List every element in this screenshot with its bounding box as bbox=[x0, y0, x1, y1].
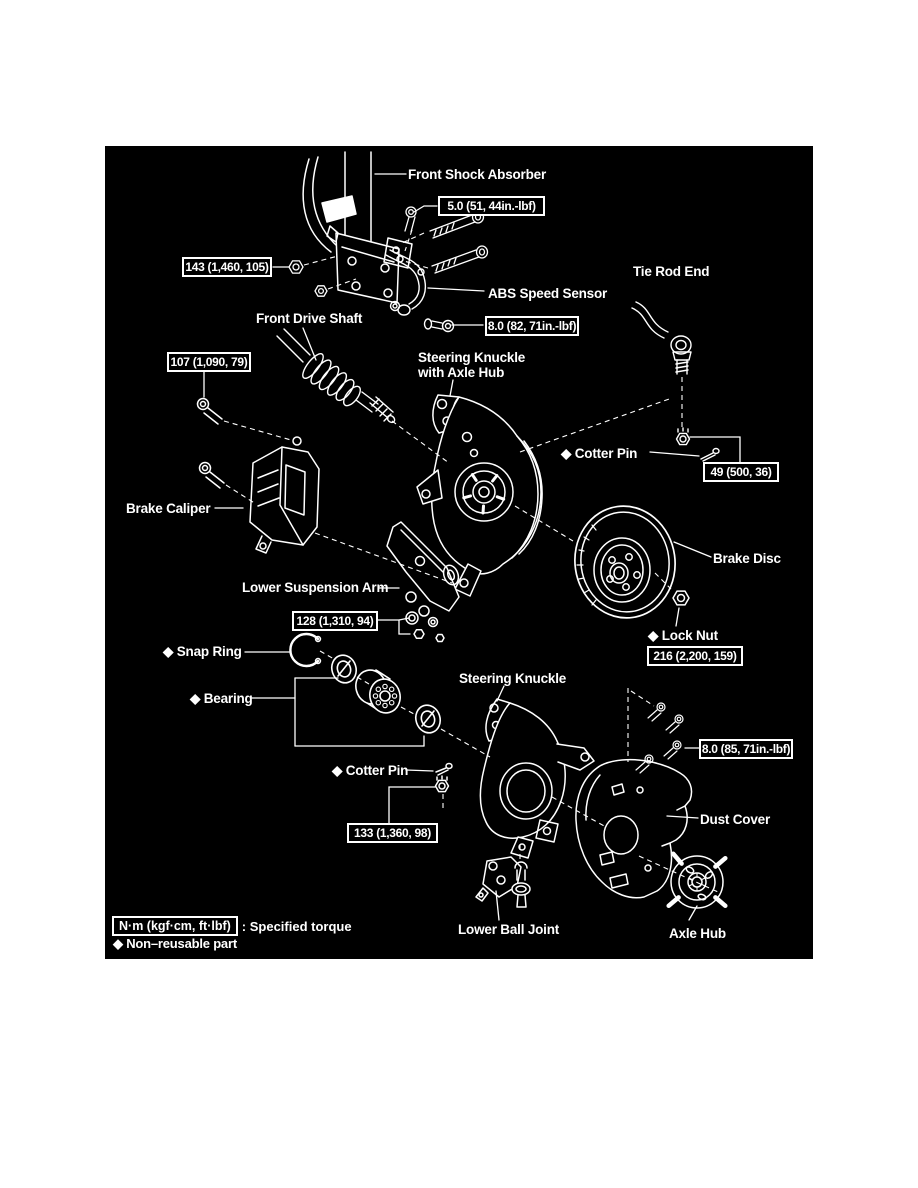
label-steering-knuckle-with-axle-hub: Steering Knuckle with Axle Hub bbox=[418, 350, 525, 380]
label-abs-speed-sensor: ABS Speed Sensor bbox=[488, 286, 608, 301]
label-line-2: with Axle Hub bbox=[418, 365, 505, 380]
dust-cover-drawing bbox=[575, 702, 693, 899]
label-line-1: Steering Knuckle bbox=[418, 350, 526, 365]
label-lock-nut: ◆ Lock Nut bbox=[648, 628, 718, 643]
bearing-group-drawing bbox=[289, 632, 442, 734]
dust-cover-bolts-drawing bbox=[635, 702, 684, 774]
lower-suspension-arm-drawing bbox=[386, 521, 460, 643]
torque-box-lower-arm-bolt: 128 (1,310, 94) bbox=[292, 611, 378, 631]
label-bearing: ◆ Bearing bbox=[190, 691, 253, 706]
assembly-dashed-lines bbox=[223, 229, 719, 893]
torque-box-strut-pinch-bolt: 143 (1,460, 105) bbox=[182, 257, 272, 277]
label-front-shock-absorber: Front Shock Absorber bbox=[408, 167, 547, 182]
torque-box-shock-bracket-bolt: 5.0 (51, 44in.-lbf) bbox=[438, 196, 545, 216]
steering-knuckle-lower-drawing bbox=[434, 698, 595, 859]
seal-drawing bbox=[330, 654, 358, 684]
label-axle-hub: Axle Hub bbox=[669, 926, 726, 941]
cotter-pin-lower-drawing bbox=[445, 762, 453, 770]
label-steering-knuckle-lower: Steering Knuckle bbox=[459, 671, 567, 686]
lower-ball-joint-drawing bbox=[475, 856, 531, 908]
lock-nut-drawing bbox=[672, 590, 690, 606]
cotter-pin-upper-drawing bbox=[712, 447, 720, 455]
strut-bolts-drawing bbox=[288, 206, 489, 297]
torque-box-ball-joint-nut: 133 (1,360, 98) bbox=[347, 823, 438, 843]
label-brake-caliper: Brake Caliper bbox=[126, 501, 211, 516]
torque-box-dust-cover-bolt: 8.0 (85, 71in.-lbf) bbox=[699, 739, 793, 759]
label-dust-cover: Dust Cover bbox=[700, 812, 771, 827]
legend-torque: N·m (kgf·cm, ft·lbf) : Specified torque bbox=[112, 916, 352, 936]
legend-torque-note: : Specified torque bbox=[241, 918, 352, 934]
torque-box-caliper-bolt: 107 (1,090, 79) bbox=[167, 352, 251, 372]
label-lower-ball-joint: Lower Ball Joint bbox=[458, 922, 560, 937]
label-lower-suspension-arm: Lower Suspension Arm bbox=[242, 580, 389, 595]
label-snap-ring: ◆ Snap Ring bbox=[163, 644, 242, 659]
legend-nonreusable-note: ◆ Non–reusable part bbox=[113, 936, 237, 951]
brake-caliper-drawing bbox=[196, 397, 320, 554]
bearing-drawing bbox=[355, 669, 401, 714]
label-cotter-pin-lower: ◆ Cotter Pin bbox=[332, 763, 409, 778]
label-tie-rod-end: Tie Rod End bbox=[633, 264, 710, 279]
knuckle-with-hub-drawing bbox=[416, 394, 543, 597]
shock-absorber-drawing bbox=[302, 151, 413, 304]
label-front-drive-shaft: Front Drive Shaft bbox=[256, 311, 363, 326]
leader-lines bbox=[203, 173, 741, 921]
brake-disc-drawing bbox=[574, 505, 690, 619]
legend-torque-units-box: N·m (kgf·cm, ft·lbf) bbox=[112, 916, 238, 936]
seal-drawing-2 bbox=[414, 704, 442, 734]
abs-speed-sensor-drawing bbox=[385, 249, 455, 333]
label-brake-disc: Brake Disc bbox=[713, 551, 781, 566]
torque-box-abs-sensor-bolt: 8.0 (82, 71in.-lbf) bbox=[485, 316, 579, 336]
torque-box-axle-lock-nut: 216 (2,200, 159) bbox=[647, 646, 743, 666]
torque-box-tie-rod-nut: 49 (500, 36) bbox=[703, 462, 779, 482]
drive-shaft-drawing bbox=[276, 328, 396, 424]
label-cotter-pin-upper: ◆ Cotter Pin bbox=[561, 446, 638, 461]
snap-ring-drawing bbox=[289, 632, 320, 668]
tie-rod-end-drawing bbox=[631, 301, 720, 462]
